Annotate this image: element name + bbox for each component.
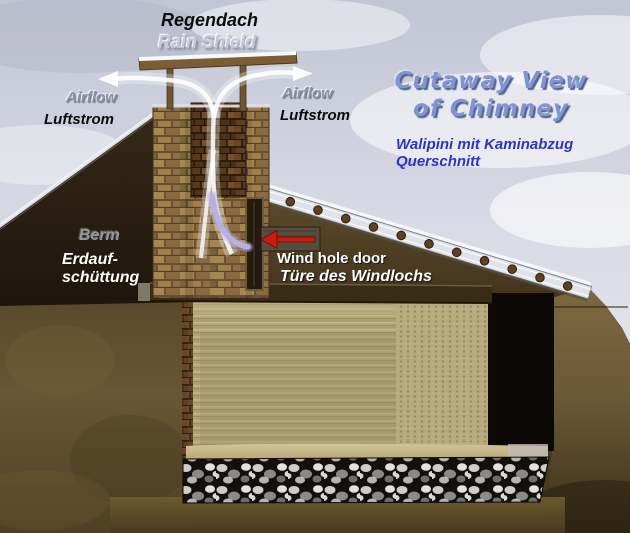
diagram-subtitle-line1: Walipini mit Kaminabzug	[396, 136, 574, 153]
label-wind-hole-door-german: Türe des Windlochs	[280, 268, 432, 285]
label-wind-hole-door: Wind hole door	[277, 250, 387, 267]
airflow-streams	[98, 66, 313, 259]
diagram-title-line1: Cutaway View	[394, 68, 588, 94]
airflow-arrowhead-right	[293, 66, 313, 81]
airflow-arrowhead-left	[98, 71, 118, 87]
berm-mound	[0, 111, 197, 312]
door-airflow-arrow	[207, 191, 253, 252]
earth-cross-section-left	[0, 302, 197, 533]
label-airflow-right: Airflow	[282, 85, 333, 102]
red-direction-arrow	[260, 226, 321, 252]
label-berm-german-line1: Erdauf-	[62, 251, 118, 268]
label-rain-shield: Rain Shield	[158, 32, 257, 52]
rain-shield-snow	[139, 51, 296, 61]
label-airflow-left: Airflow	[66, 89, 117, 106]
diagram-title-line2: of Chimney	[413, 96, 569, 122]
interior-left-brick-edge	[182, 296, 193, 458]
label-luftstrom-right: Luftstrom	[280, 107, 350, 124]
earth-cross-section-right	[540, 287, 630, 533]
red-arrow-shaft	[275, 236, 316, 243]
earth-mottling	[0, 325, 190, 530]
chimney	[152, 102, 270, 299]
label-berm-german-line2: schüttung	[62, 269, 140, 286]
interior-back-wall	[188, 294, 490, 454]
label-berm: Berm	[79, 227, 120, 244]
interior-dark-area	[488, 293, 554, 451]
chimney-dark-brick-panel	[190, 102, 247, 198]
rain-shield	[138, 51, 298, 112]
rain-shield-post-left	[166, 64, 174, 110]
berm-snow-edge	[0, 109, 160, 231]
label-luftstrom-left: Luftstrom	[44, 111, 114, 128]
diagram-subtitle-line2: Querschnitt	[396, 153, 481, 170]
label-regendach: Regendach	[161, 10, 259, 30]
gravel-layer	[182, 456, 550, 504]
roof-glazing	[246, 179, 593, 302]
red-arrow-head	[260, 229, 278, 250]
